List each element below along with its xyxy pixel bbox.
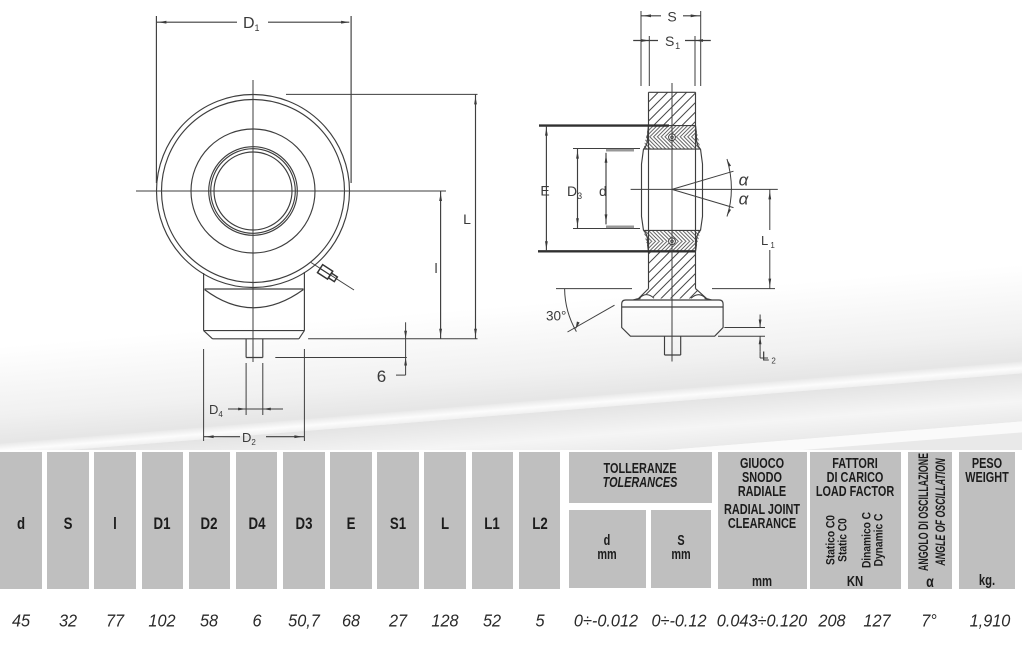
svg-text:30°: 30° — [546, 309, 566, 324]
svg-text:1: 1 — [770, 241, 775, 250]
svg-text:D: D — [209, 402, 218, 417]
svg-text:1: 1 — [255, 23, 260, 33]
svg-text:D: D — [243, 15, 255, 32]
svg-text:α: α — [739, 171, 750, 190]
svg-text:3: 3 — [577, 191, 582, 201]
svg-text:l: l — [434, 260, 437, 276]
svg-text:S: S — [667, 9, 676, 25]
svg-text:4: 4 — [218, 410, 223, 419]
svg-text:2: 2 — [771, 357, 776, 366]
svg-text:1: 1 — [675, 41, 680, 51]
svg-text:D: D — [567, 183, 577, 199]
svg-text:L: L — [463, 211, 471, 227]
svg-text:2: 2 — [251, 438, 256, 447]
svg-text:E: E — [540, 183, 549, 199]
svg-text:α: α — [739, 190, 750, 209]
svg-text:d: d — [599, 183, 607, 199]
svg-text:L: L — [761, 233, 768, 248]
svg-text:L: L — [762, 349, 769, 364]
svg-text:D: D — [242, 430, 251, 445]
svg-text:S: S — [665, 33, 674, 49]
svg-text:6: 6 — [377, 367, 386, 386]
